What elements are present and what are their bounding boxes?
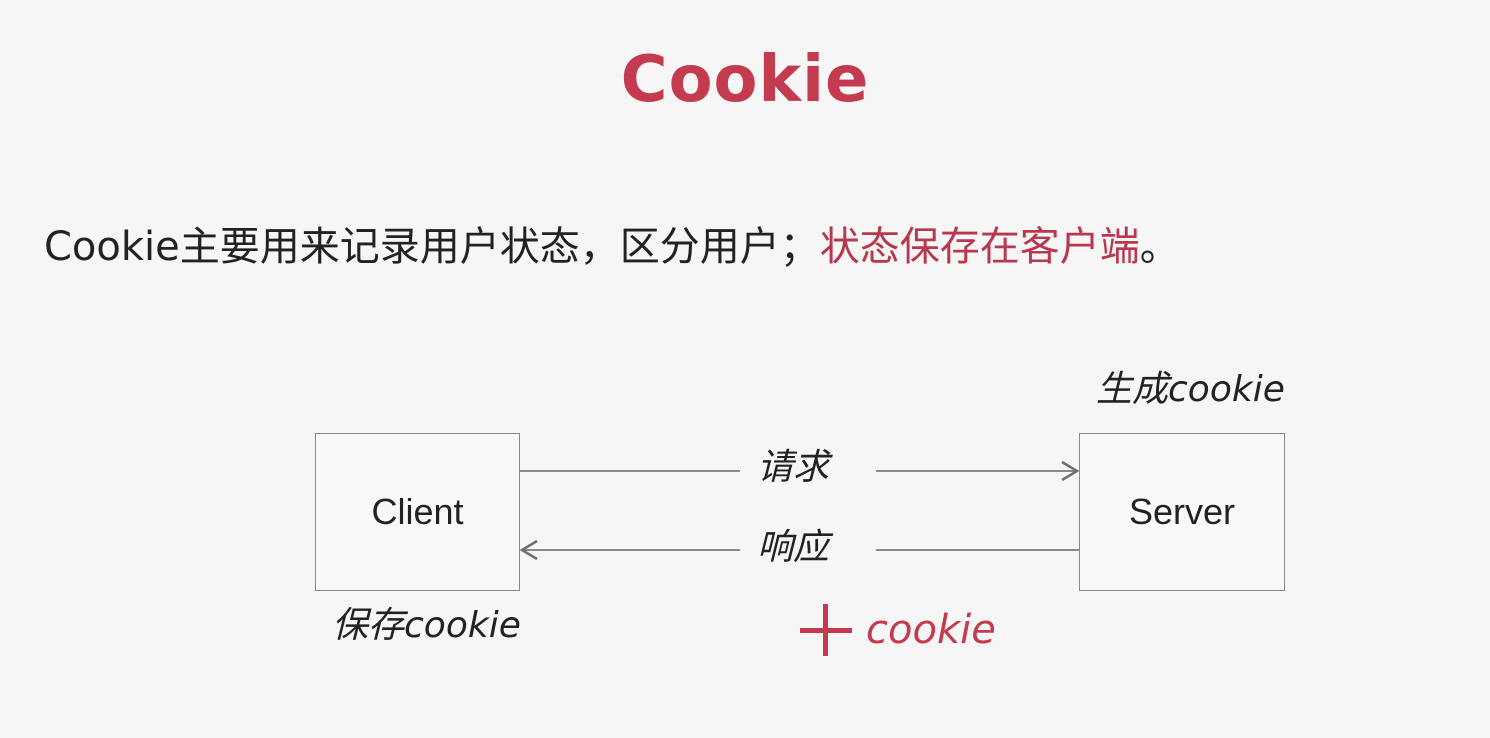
cookie-description: Cookie主要用来记录用户状态，区分用户；状态保存在客户端。 — [44, 219, 1180, 275]
slide-title: Cookie — [620, 43, 870, 117]
description-highlight: 状态保存在客户端 — [819, 224, 1140, 270]
request-label: 请求 — [757, 447, 830, 488]
server-box: Server — [1079, 433, 1285, 591]
client-box: Client — [315, 433, 520, 591]
response-label: 响应 — [757, 527, 830, 568]
plus-cookie-label: cookie — [866, 607, 996, 653]
client-note: 保存cookie — [332, 605, 521, 646]
plus-cookie-note: cookie — [800, 604, 996, 656]
request-arrowhead — [1061, 460, 1080, 482]
plus-icon — [800, 604, 852, 656]
description-end: 。 — [1139, 224, 1180, 270]
client-label: Client — [371, 491, 464, 532]
server-note: 生成cookie — [1096, 369, 1285, 410]
server-label: Server — [1128, 491, 1236, 532]
description-main: Cookie主要用来记录用户状态，区分用户； — [44, 224, 820, 270]
response-arrowhead — [519, 539, 538, 561]
